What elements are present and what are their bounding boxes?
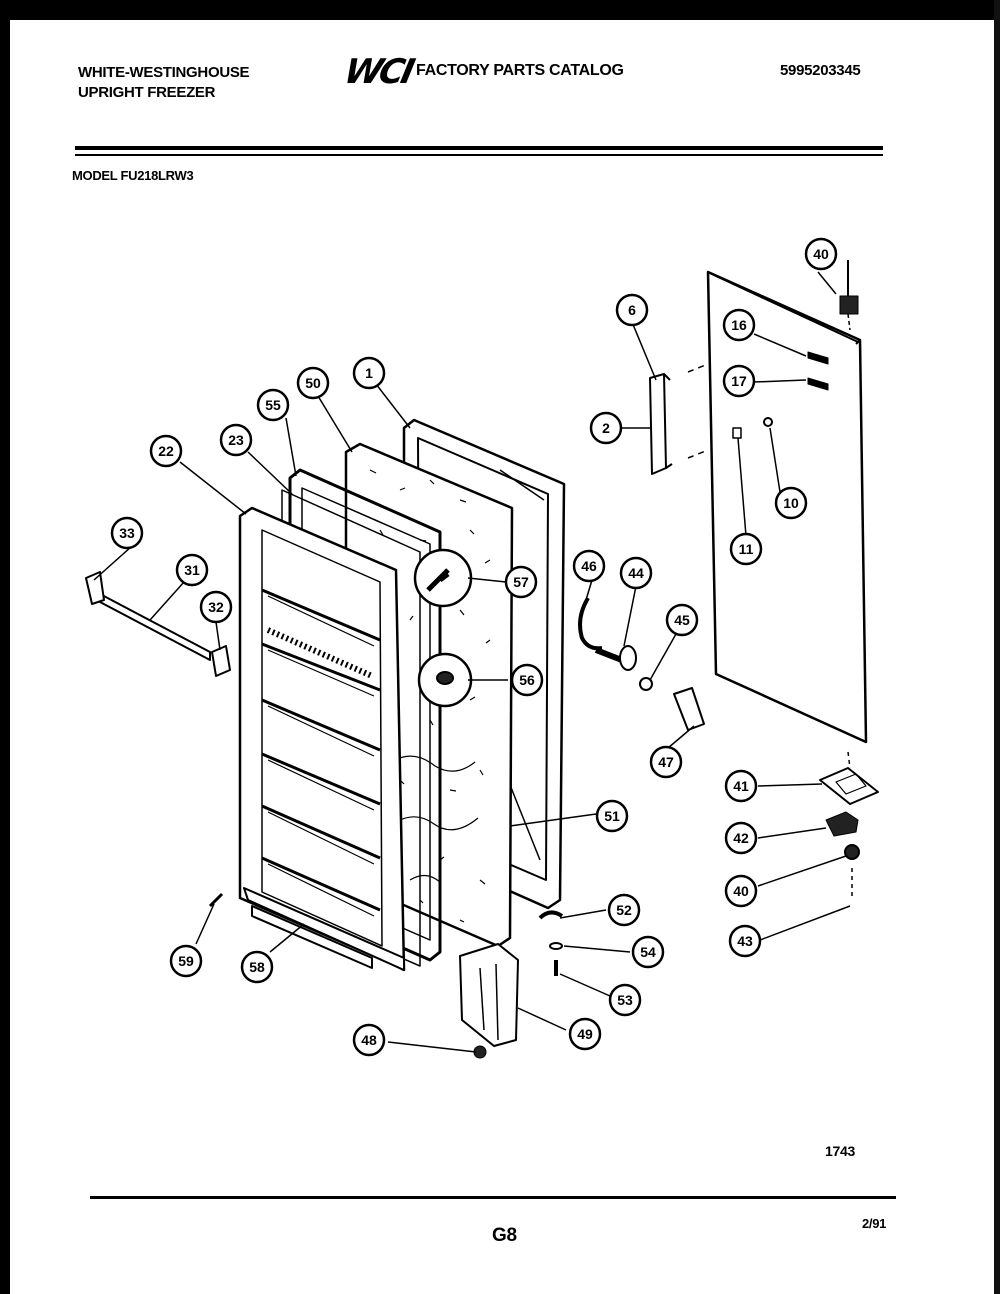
callout-label: 10 [783,495,799,511]
callout-label: 41 [733,778,749,794]
callout-53: 53 [608,983,642,1017]
callout-11: 11 [729,532,763,566]
callout-16: 16 [722,308,756,342]
bottom-trim [243,887,405,971]
callout-56: 56 [510,663,544,697]
product-type: UPRIGHT FREEZER [78,84,216,101]
callout-42: 42 [724,821,758,855]
callout-1: 1 [352,356,386,390]
callout-label: 16 [731,317,747,333]
callout-label: 45 [674,612,690,628]
callout-44: 44 [619,556,653,590]
shelf-bar [85,571,231,677]
detail-circle-56 [417,652,473,708]
callout-label: 32 [208,599,224,615]
callout-label: 1 [365,365,373,381]
callout-55: 55 [256,388,290,422]
callout-label: 48 [361,1032,377,1048]
scan-right-border [994,0,1000,1294]
callout-label: 11 [739,541,754,557]
callout-40: 40 [804,237,838,271]
callout-label: 40 [733,883,749,899]
callout-46: 46 [572,549,606,583]
scan-left-border [0,0,10,1294]
callout-48: 48 [352,1023,386,1057]
callout-label: 42 [733,830,749,846]
callout-41: 41 [724,769,758,803]
callout-59: 59 [169,944,203,978]
callout-label: 40 [813,246,829,262]
callout-22: 22 [149,434,183,468]
latch-assembly [578,596,705,731]
callout-label: 43 [737,933,753,949]
callout-label: 59 [178,953,194,969]
model-label: MODEL FU218LRW3 [72,168,194,183]
revision-date: 2/91 [862,1216,887,1231]
callout-32: 32 [199,590,233,624]
callout-label: 6 [628,302,636,318]
callout-label: 52 [616,902,632,918]
scan-top-border [0,0,1000,20]
brand-name: WHITE-WESTINGHOUSE [78,64,250,81]
callout-52: 52 [607,893,641,927]
callout-label: 44 [628,565,644,581]
door-handle [649,363,709,475]
callout-54: 54 [631,935,665,969]
catalog-title: FACTORY PARTS CATALOG [416,62,624,79]
callout-17: 17 [722,364,756,398]
callout-label: 53 [617,992,633,1008]
callout-label: 17 [731,373,747,389]
callout-58: 58 [240,950,274,984]
callout-6: 6 [615,293,649,327]
callout-label: 2 [602,420,610,436]
kick-plate [459,943,519,1047]
callout-23: 23 [219,423,253,457]
header-rule-thick [75,146,883,150]
callout-label: 54 [640,944,656,960]
callout-label: 50 [305,375,321,391]
callout-47: 47 [649,745,683,779]
callout-label: 23 [228,432,244,448]
footer-rule [90,1196,896,1199]
callout-label: 47 [658,754,674,770]
catalog-number: 5995203345 [780,62,861,79]
callout-51: 51 [595,799,629,833]
callout-2: 2 [589,411,623,445]
callout-label: 58 [249,959,265,975]
callout-label: 46 [581,558,597,574]
callout-31: 31 [175,553,209,587]
callout-40: 40 [724,874,758,908]
bottom-hinge [819,751,879,900]
callout-43: 43 [728,924,762,958]
door-stop-hardware [538,910,564,976]
callout-label: 56 [519,672,535,688]
detail-circle-57 [413,548,473,608]
callout-45: 45 [665,603,699,637]
inner-door-liner [238,506,406,972]
callout-label: 33 [119,525,135,541]
callout-57: 57 [504,565,538,599]
callout-label: 57 [513,574,529,590]
callout-label: 51 [604,808,620,824]
callout-label: 31 [184,562,200,578]
top-hinge-pin [839,260,859,331]
header-rule-thin [75,154,883,156]
callout-label: 22 [158,443,174,459]
drawing-number: 1743 [825,1143,855,1159]
leader-lines [93,271,851,1053]
callout-49: 49 [568,1017,602,1051]
screw-59 [208,892,224,908]
callout-label: 49 [577,1026,593,1042]
callout-10: 10 [774,486,808,520]
callout-label: 55 [265,397,281,413]
callout-33: 33 [110,516,144,550]
page-code: G8 [492,1225,517,1246]
callout-50: 50 [296,366,330,400]
